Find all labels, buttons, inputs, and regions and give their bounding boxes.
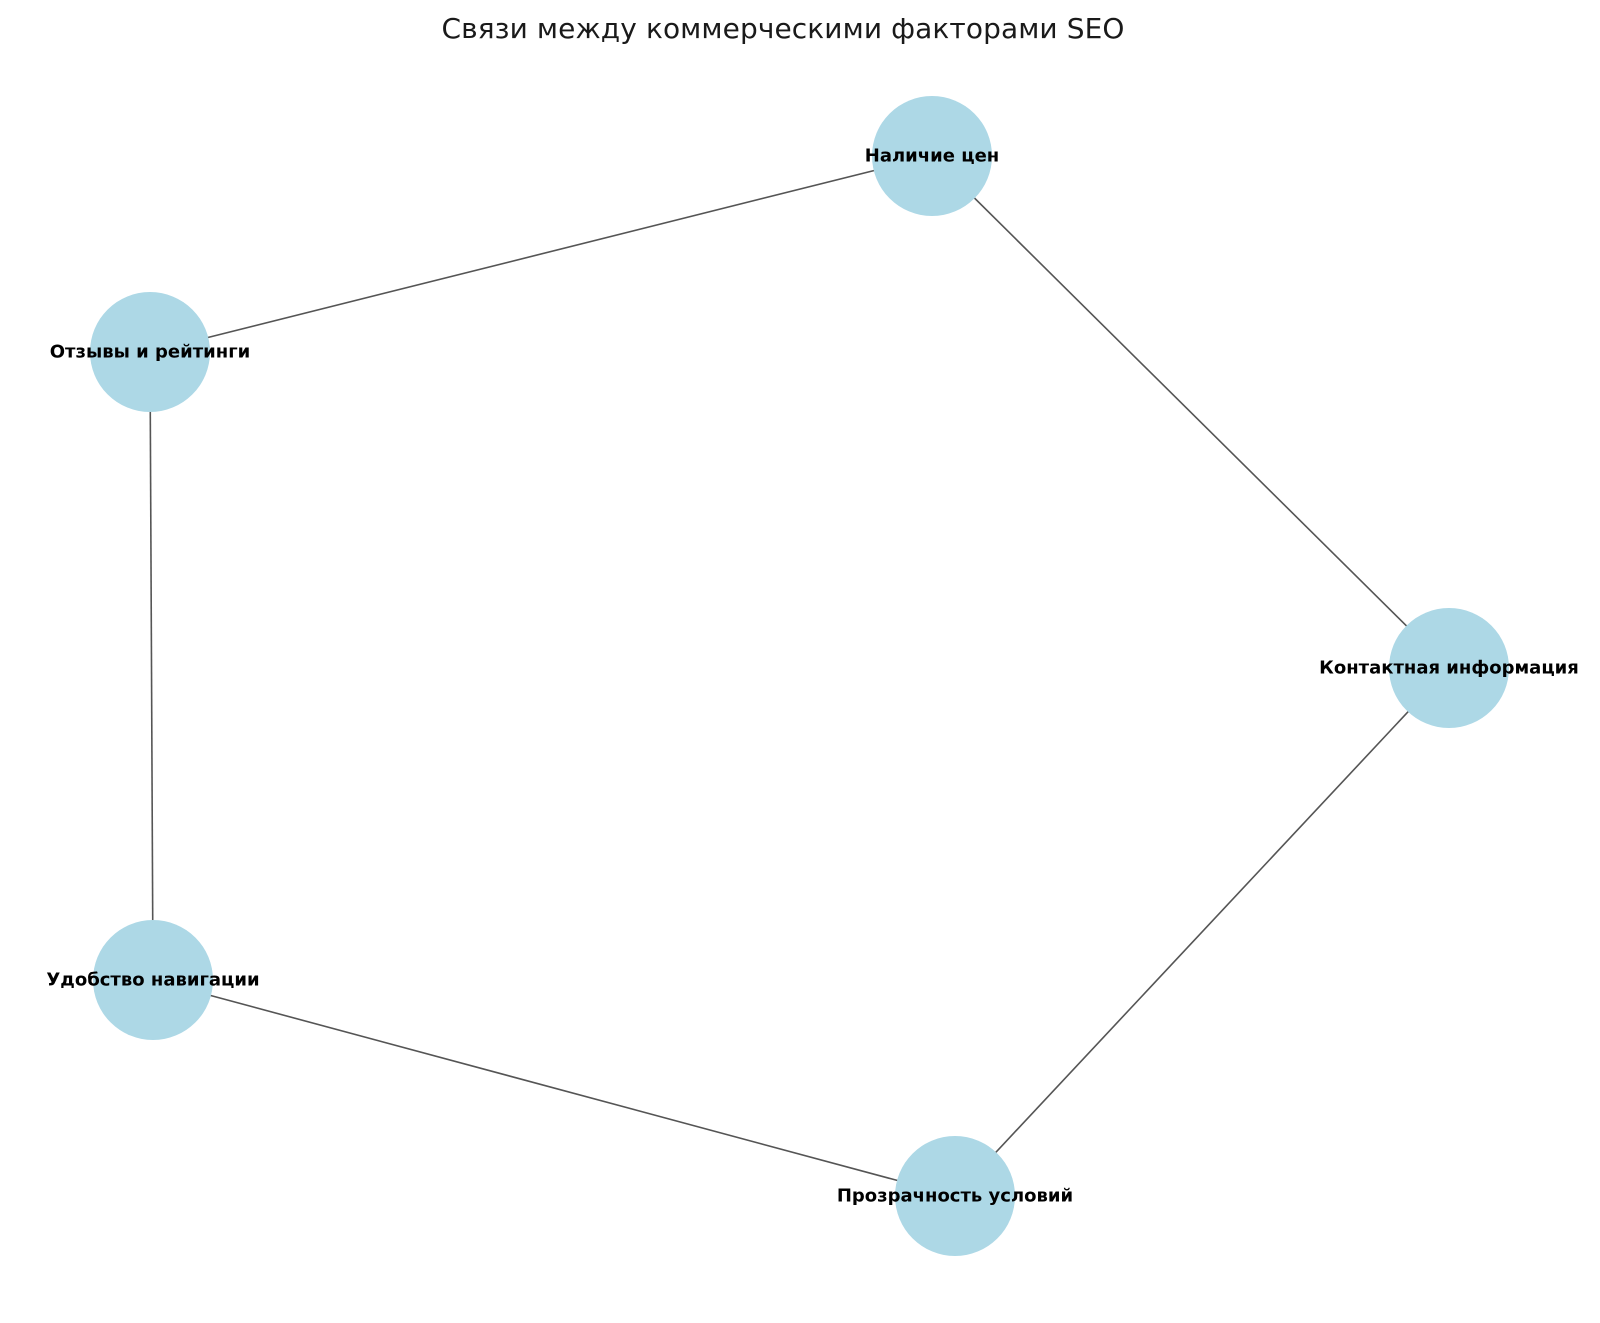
edges-layer [149, 155, 1450, 1197]
nodes-layer [90, 96, 1509, 1256]
graph-node-label-contacts: Контактная информация [1319, 658, 1579, 679]
graph-node-navigation[interactable] [93, 920, 213, 1040]
graph-node-terms[interactable] [895, 1136, 1015, 1256]
graph-node-label-prices: Наличие цен [865, 146, 999, 167]
page-title: Связи между коммерческими факторами SEO [441, 12, 1125, 45]
graph-edge-navigation-reviews [149, 351, 154, 981]
graph-edge-contacts-terms [954, 667, 1450, 1197]
graph-node-label-navigation: Удобство навигации [46, 970, 259, 991]
graph-edge-reviews-prices [149, 155, 933, 353]
graph-edge-terms-navigation [152, 979, 956, 1197]
graph-node-label-reviews: Отзывы и рейтинги [50, 342, 251, 363]
graph-edge-prices-contacts [931, 155, 1450, 669]
graph-node-contacts[interactable] [1389, 608, 1509, 728]
graph-node-prices[interactable] [872, 96, 992, 216]
graph-node-reviews[interactable] [90, 292, 210, 412]
graph-node-label-terms: Прозрачность условий [837, 1186, 1073, 1207]
